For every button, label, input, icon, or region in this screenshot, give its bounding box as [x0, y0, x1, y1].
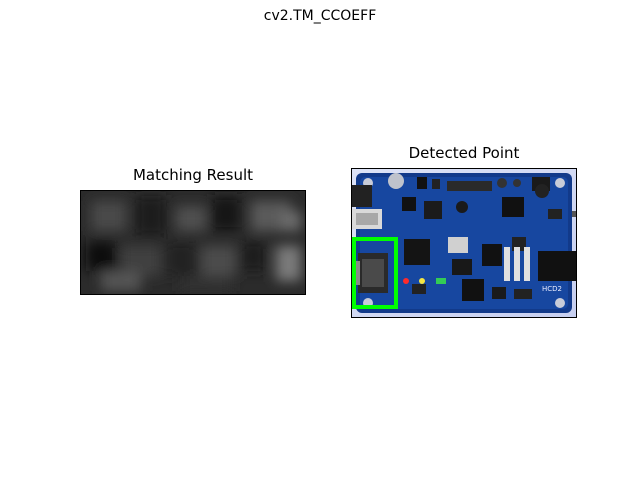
detected-point-image: HCD2	[351, 168, 577, 318]
detected-point-title: Detected Point	[408, 144, 520, 162]
detection-box	[352, 237, 398, 309]
matching-result-title: Matching Result	[132, 166, 254, 184]
figure-suptitle: cv2.TM_CCOEFF	[263, 8, 377, 24]
matching-result-image	[80, 190, 306, 295]
board-label: HCD2	[542, 285, 562, 293]
